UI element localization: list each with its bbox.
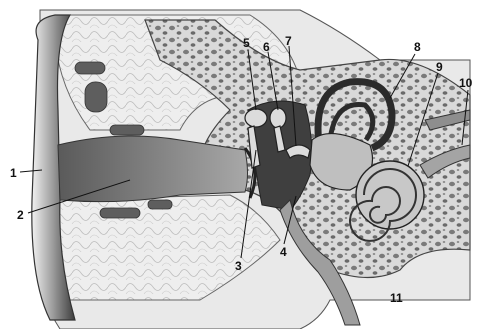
label-5: 5 [243, 36, 250, 50]
label-6: 6 [263, 40, 270, 54]
malleus-head [245, 109, 267, 127]
label-7: 7 [285, 34, 292, 48]
label-8: 8 [414, 40, 421, 54]
label-4: 4 [280, 245, 287, 259]
label-11: 11 [390, 291, 403, 305]
incus-body [270, 108, 286, 128]
label-10: 10 [459, 76, 473, 90]
label-1: 1 [10, 166, 17, 180]
label-3: 3 [235, 259, 242, 273]
ear-canal [58, 136, 248, 202]
label-9: 9 [436, 60, 443, 74]
label-2: 2 [17, 208, 24, 222]
